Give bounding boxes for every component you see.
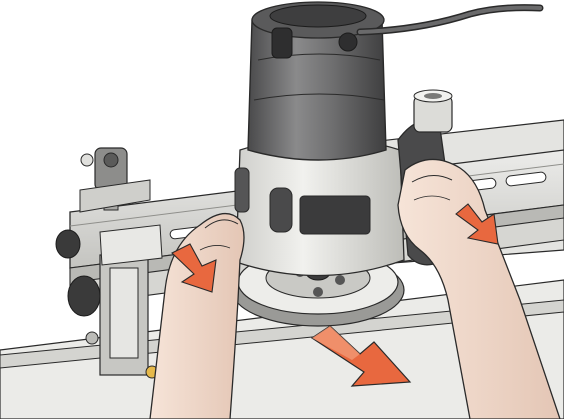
left-side-block	[55, 224, 163, 379]
left-hand-push-arrow	[171, 243, 217, 293]
router-travel-arrow	[310, 325, 412, 387]
router-motor	[247, 1, 544, 161]
right-hand-push-arrow	[455, 203, 499, 245]
right-hand	[397, 158, 561, 419]
left-clamp	[79, 147, 151, 213]
left-hand	[149, 213, 245, 419]
